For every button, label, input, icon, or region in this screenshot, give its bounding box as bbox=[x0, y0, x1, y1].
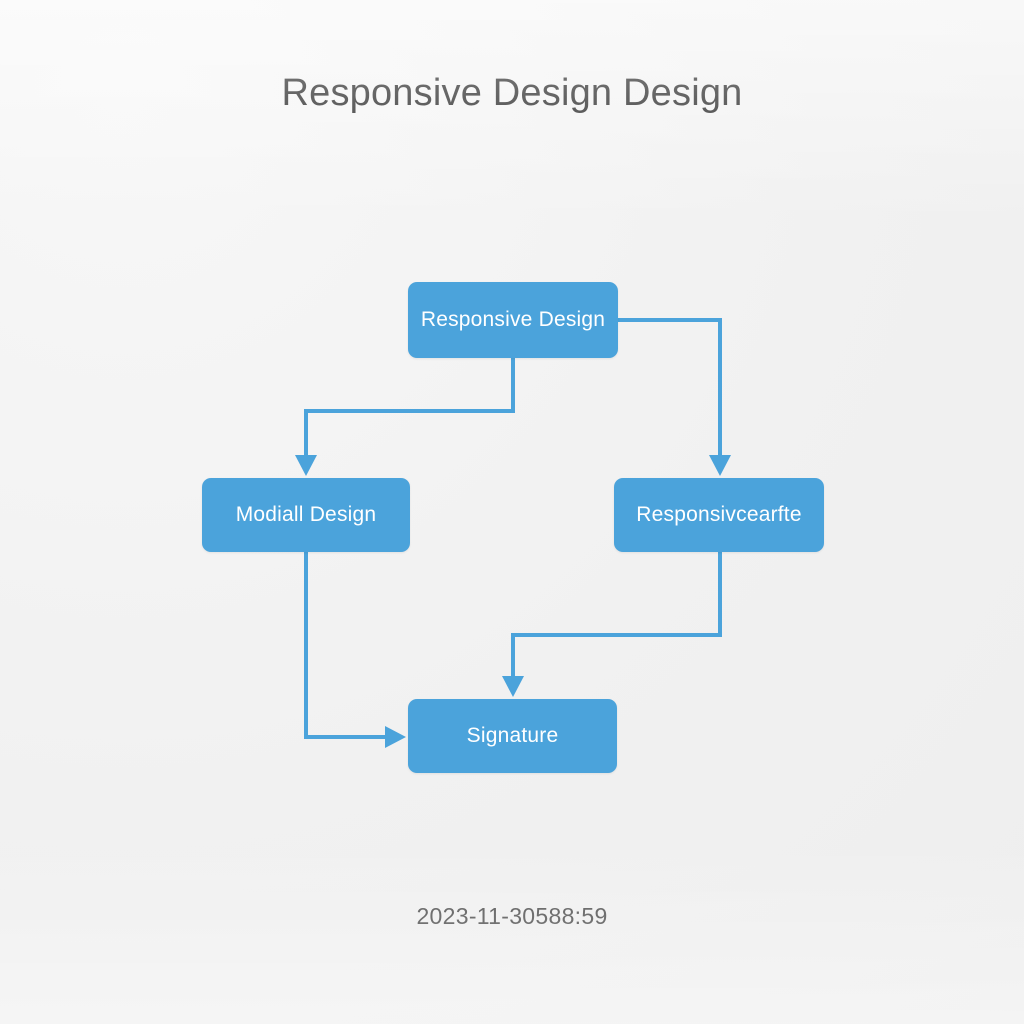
arrowhead-down-icon bbox=[295, 455, 317, 476]
node-responsivcearfte[interactable]: Responsivcearfte bbox=[614, 478, 824, 552]
arrowhead-down-icon bbox=[709, 455, 731, 476]
node-signature[interactable]: Signature bbox=[408, 699, 617, 773]
arrowhead-right-icon bbox=[385, 726, 406, 748]
timestamp-label: 2023-11-30588:59 bbox=[416, 903, 608, 929]
node-modiall-design[interactable]: Modiall Design bbox=[202, 478, 410, 552]
edge-right-to-signature bbox=[502, 552, 722, 697]
node-label: Modiall Design bbox=[235, 503, 377, 526]
edge-left-to-signature bbox=[304, 552, 406, 748]
page-title: Responsive Design Design bbox=[281, 72, 743, 114]
arrowhead-down-icon bbox=[502, 676, 524, 697]
edge-root-to-right bbox=[618, 318, 731, 476]
node-label: Signature bbox=[466, 724, 559, 747]
node-label: Responsive Design bbox=[420, 308, 606, 331]
node-responsive-design[interactable]: Responsive Design bbox=[408, 282, 618, 358]
node-label: Responsivcearfte bbox=[636, 503, 802, 526]
edge-root-to-left bbox=[295, 358, 515, 476]
